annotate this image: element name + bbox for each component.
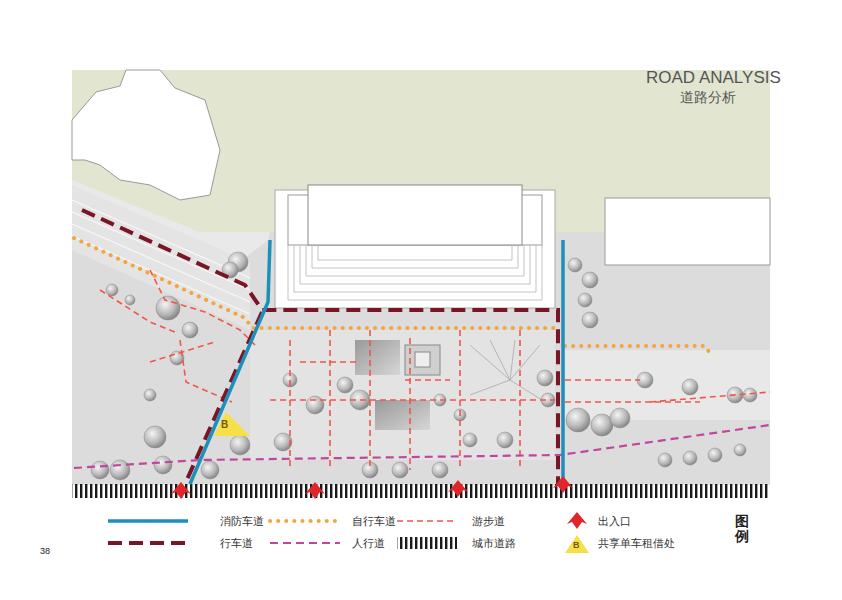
pavilion	[415, 352, 430, 367]
walkway	[459, 330, 461, 470]
subtitle: 道路分析	[680, 89, 736, 107]
entrance-marker	[171, 482, 191, 499]
tree	[392, 462, 408, 478]
entrance-marker	[305, 482, 325, 499]
legend-sample	[270, 519, 340, 523]
tree	[683, 451, 697, 465]
tree	[154, 456, 172, 474]
bike-lane	[74, 238, 560, 328]
tree	[568, 258, 582, 272]
walkway	[300, 361, 360, 363]
legend-sample	[397, 520, 457, 522]
walkway	[405, 379, 450, 381]
tree	[610, 408, 630, 428]
legend-text: 人行道	[352, 536, 385, 551]
legend-text: 游步道	[472, 514, 505, 529]
tree	[463, 433, 477, 447]
entrance-marker	[553, 476, 573, 493]
green-ground	[72, 70, 770, 485]
building	[605, 198, 770, 265]
walkway	[270, 399, 555, 401]
tree	[144, 389, 156, 401]
tree	[497, 432, 513, 448]
walkway	[100, 290, 175, 332]
legend-text: 消防车道	[220, 514, 264, 529]
tree	[230, 435, 250, 455]
title: ROAD ANALYSIS	[646, 68, 781, 88]
tree-group	[91, 252, 757, 480]
tree	[125, 295, 135, 305]
tree	[106, 284, 118, 296]
walkway	[409, 338, 411, 470]
entrance-marker	[448, 480, 468, 497]
legend-text: 自行车道	[352, 514, 396, 529]
legend-text: 行车道	[220, 536, 253, 551]
legend-sample	[565, 535, 589, 553]
tree	[682, 379, 698, 395]
bike-rental-triangle	[214, 412, 250, 436]
tree	[566, 408, 590, 432]
legend-sample	[567, 512, 587, 529]
tree	[582, 272, 598, 288]
legend-sample	[397, 537, 457, 549]
tree	[337, 377, 353, 393]
walkway	[565, 401, 700, 403]
tree	[306, 396, 324, 414]
driveway	[82, 210, 558, 484]
tree	[582, 312, 598, 328]
tree	[708, 448, 722, 462]
legend-text: 出入口	[598, 514, 631, 529]
legend-text: 城市道路	[472, 536, 516, 551]
walkway	[369, 330, 371, 470]
tree	[156, 296, 180, 320]
radial-paving	[470, 340, 550, 405]
stadium-steps	[288, 245, 542, 300]
tree	[91, 461, 109, 479]
walkway	[519, 330, 521, 470]
page-number: 38	[40, 546, 50, 556]
rental-mark: B	[221, 419, 228, 430]
legend-sample	[270, 542, 340, 544]
stadium	[308, 185, 522, 245]
walkway	[289, 340, 291, 470]
tree	[537, 370, 553, 386]
plaza	[565, 350, 770, 420]
legend-sample	[108, 519, 188, 523]
tree	[578, 293, 592, 307]
tree	[201, 461, 219, 479]
walkway	[329, 330, 331, 470]
tree	[743, 388, 757, 402]
fire-lane	[190, 240, 270, 484]
walkway-group	[100, 270, 770, 470]
water-feature	[355, 340, 400, 375]
walkway	[150, 342, 215, 362]
legend-heading: 图例	[735, 514, 749, 545]
plaza	[250, 330, 555, 460]
legend-text: 共享单车租借处	[598, 536, 675, 551]
tree	[144, 426, 166, 448]
water-feature	[375, 400, 430, 430]
tree	[110, 460, 130, 480]
rental-mark: B	[573, 540, 580, 550]
legend-sample	[108, 541, 188, 545]
bike-lane	[565, 346, 712, 356]
walkway	[650, 392, 770, 402]
tree	[432, 462, 448, 478]
walkway	[565, 379, 640, 381]
tree	[658, 453, 672, 467]
pedestrian-path	[74, 425, 770, 468]
tree	[182, 322, 198, 338]
diagonal-plaza	[72, 185, 250, 330]
site-ground	[72, 180, 770, 484]
building	[72, 70, 220, 200]
tree	[734, 444, 746, 456]
road-stripes	[72, 200, 250, 314]
tree	[591, 414, 613, 436]
fire-lane	[561, 240, 565, 484]
